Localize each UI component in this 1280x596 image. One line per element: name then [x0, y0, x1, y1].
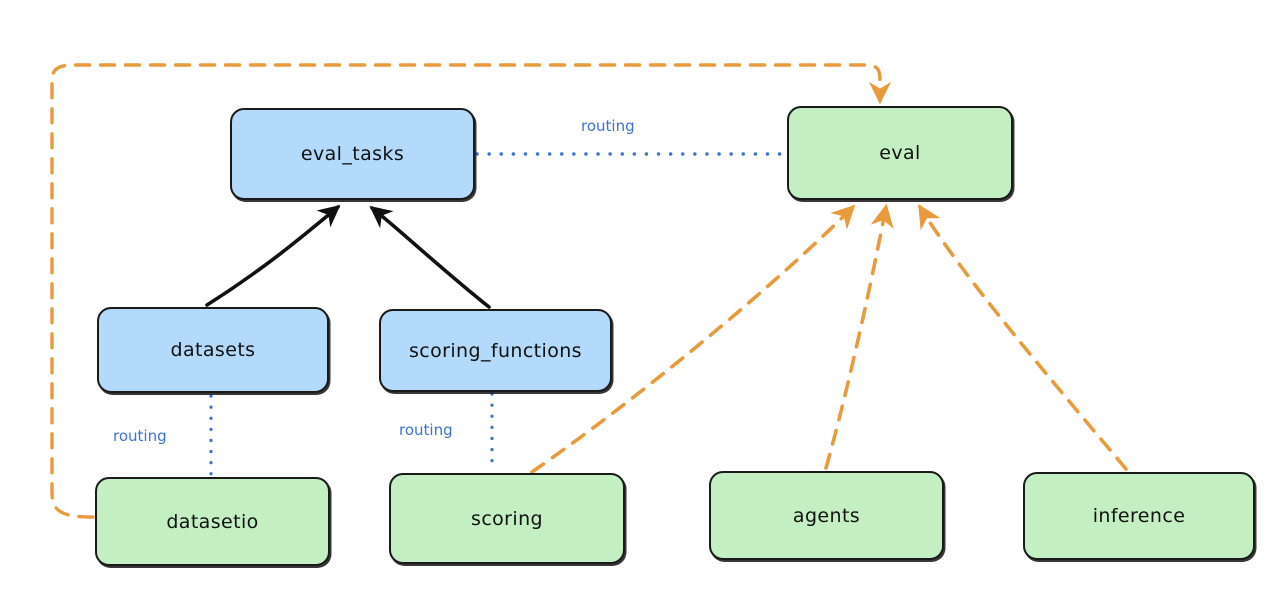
node-label: inference: [1092, 505, 1186, 527]
node-inference[interactable]: inference: [1023, 472, 1255, 560]
node-label: scoring: [471, 507, 543, 530]
edge-scoring_functions-to-eval_tasks: [369, 206, 491, 309]
node-label: scoring_functions: [409, 339, 582, 362]
edge-datasetio-to-eval: [50, 63, 892, 519]
edge-label-routing-datasets-datasetio: routing: [110, 427, 170, 445]
edge-inference-to-eval: [918, 204, 1128, 471]
node-datasets[interactable]: datasets: [97, 307, 329, 393]
edge-agents-to-eval: [824, 203, 894, 470]
edge-datasets-to-eval_tasks: [205, 205, 341, 307]
node-label: agents: [792, 504, 861, 527]
edge-label-routing-scoring-functions-scoring: routing: [396, 421, 456, 439]
node-scoring[interactable]: scoring: [389, 473, 625, 564]
node-scoring-functions[interactable]: scoring_functions: [379, 309, 612, 392]
edge-scoring-to-eval: [530, 204, 856, 474]
node-eval-tasks[interactable]: eval_tasks: [230, 108, 475, 200]
node-eval[interactable]: eval: [787, 106, 1013, 200]
node-label: datasets: [170, 339, 256, 361]
node-label: eval_tasks: [300, 143, 405, 165]
node-label: eval: [879, 142, 921, 164]
node-label: datasetio: [166, 510, 259, 533]
edge-label-routing-eval-tasks-eval: routing: [578, 117, 638, 135]
node-agents[interactable]: agents: [709, 471, 944, 560]
node-datasetio[interactable]: datasetio: [95, 477, 330, 566]
